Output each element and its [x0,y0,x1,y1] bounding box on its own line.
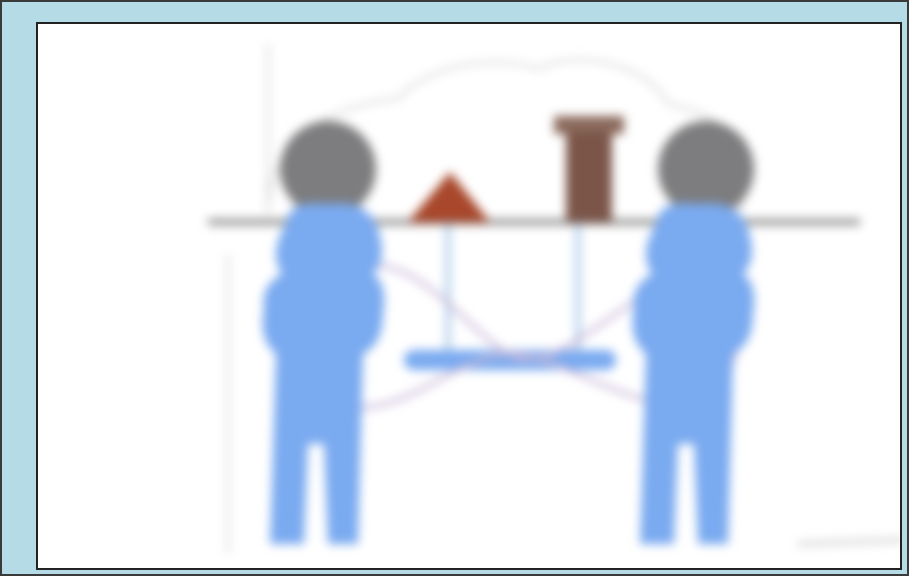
left-bracket-line [228,44,268,554]
person-figure-icon [633,121,755,544]
diagram-panel [36,22,902,570]
pillar-icon [554,116,624,222]
pyramid-icon [408,172,490,222]
diagram-illustration [38,24,902,570]
person-figure-icon [263,121,385,544]
bottom-line [798,540,902,544]
